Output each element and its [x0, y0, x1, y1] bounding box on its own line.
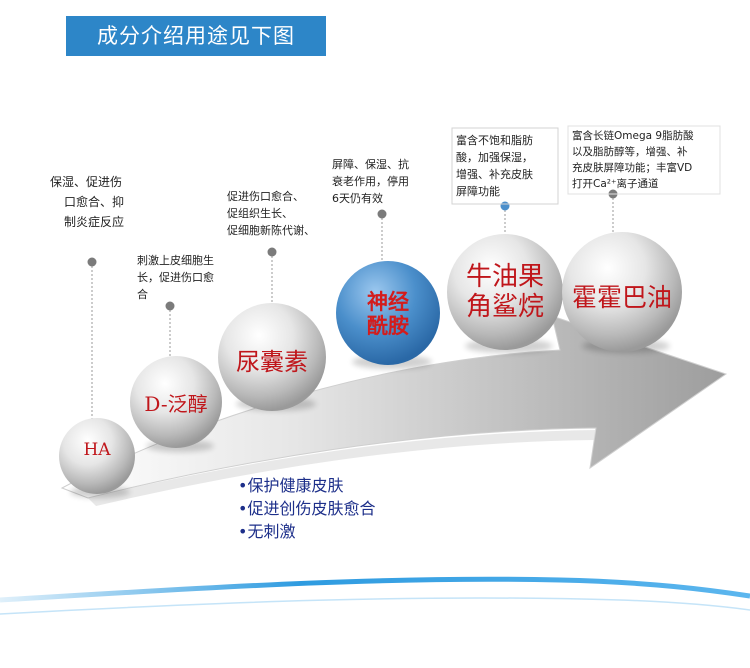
- note-line: 富含长链Omega 9脂肪酸: [572, 130, 694, 142]
- note-line: 富含不饱和脂肪: [456, 134, 533, 147]
- note-line: 长，促进伤口愈: [137, 271, 214, 284]
- note-line: 口愈合、抑: [64, 195, 125, 209]
- page-title: 成分介绍用途见下图: [66, 16, 326, 56]
- benefit-item: •无刺激: [238, 522, 296, 541]
- note-line: 刺激上皮细胞生: [137, 254, 214, 267]
- note-line: 屏障功能: [456, 185, 500, 198]
- sphere-jojoba: [562, 232, 682, 352]
- sphere-label-d-panthenol: D-泛醇: [144, 392, 208, 416]
- bottom-wave: [0, 576, 750, 603]
- sphere-d-panthenol: [130, 356, 222, 448]
- sphere-label-jojoba: 霍霍巴油: [571, 283, 672, 312]
- sphere-label-avocado-squalane: 牛油果 角鲨烷: [465, 262, 544, 322]
- note-d-panthenol: 刺激上皮细胞生 长，促进伤口愈 合: [137, 252, 214, 303]
- note-line: 促组织生长、: [227, 207, 293, 220]
- progress-arrow: [60, 315, 728, 499]
- arrow-shadow: [88, 430, 596, 506]
- note-line: 打开Ca²⁺离子通道: [572, 178, 659, 190]
- benefit-item: •保护健康皮肤: [238, 476, 344, 495]
- note-line: 酸，加强保湿，: [456, 151, 533, 164]
- note-line: 合: [137, 288, 148, 301]
- note-line: 保湿、促进伤: [50, 175, 123, 189]
- sphere-ceramide: [336, 261, 440, 365]
- sphere-ha: [59, 418, 135, 494]
- note-line: 衰老作用，停用: [332, 175, 409, 188]
- sphere-avocado-squalane: [447, 234, 563, 350]
- note-avocado-squalane: 富含不饱和脂肪 酸，加强保湿， 增强、补充皮肤 屏障功能: [456, 132, 533, 200]
- note-line: 6天仍有效: [332, 192, 383, 205]
- note-jojoba: 富含长链Omega 9脂肪酸 以及脂肪醇等，增强、补 充皮肤屏障功能；丰富VD …: [572, 128, 694, 192]
- benefits-list: •保护健康皮肤 •促进创伤皮肤愈合 •无刺激: [238, 474, 375, 543]
- note-line: 增强、补充皮肤: [456, 168, 533, 181]
- sphere-label-allantoin: 尿囊素: [236, 348, 308, 376]
- note-ha: 保湿、促进伤 口愈合、抑 制炎症反应: [50, 172, 124, 232]
- bottom-wave-thin: [0, 597, 750, 615]
- note-line: 促进伤口愈合、: [227, 190, 304, 203]
- note-line: 屏障、保湿、抗: [332, 158, 409, 171]
- note-frame-5: [451, 127, 559, 205]
- note-line: 以及脂肪醇等，增强、补: [572, 146, 688, 158]
- note-frame-6: [567, 125, 721, 195]
- sphere-label-ha: HA: [83, 440, 111, 460]
- sphere-label-ceramide: 神经 酰胺: [367, 290, 409, 338]
- note-ceramide: 屏障、保湿、抗 衰老作用，停用 6天仍有效: [332, 156, 409, 207]
- sphere-allantoin: [218, 303, 326, 411]
- note-line: 充皮肤屏障功能；丰富VD: [572, 162, 693, 174]
- note-allantoin: 促进伤口愈合、 促组织生长、 促细胞新陈代谢、: [227, 188, 315, 239]
- note-line: 促细胞新陈代谢、: [227, 224, 315, 237]
- benefit-item: •促进创伤皮肤愈合: [238, 499, 376, 518]
- note-line: 制炎症反应: [64, 215, 125, 229]
